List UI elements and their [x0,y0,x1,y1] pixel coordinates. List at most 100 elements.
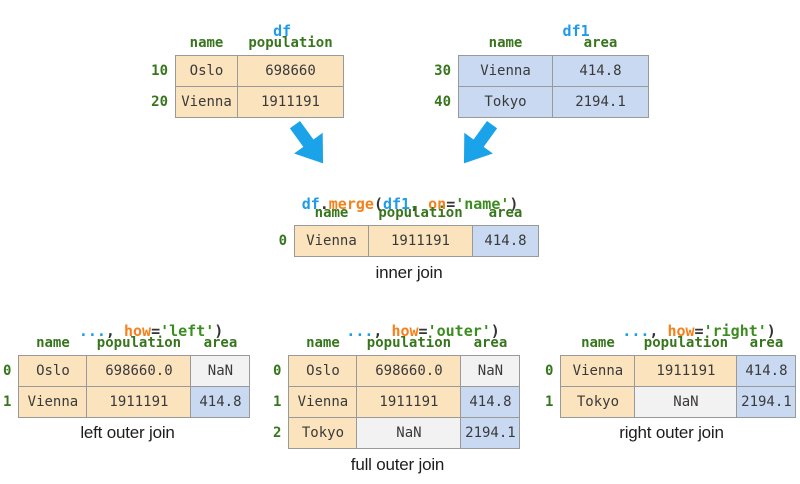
row-index: 1 [3,394,12,410]
row-index: 10 [151,63,168,79]
table-cell: 1911191 [356,386,462,418]
row-index: 0 [278,233,287,249]
table-row: 2 Tokyo NaN 2194.1 [273,417,521,449]
code-ellipsis: ... [78,322,106,340]
df-table: name population 10 Oslo 698660 20 Vienna… [151,27,344,118]
df-table-block: df name population 10 Oslo 698660 20 Vie… [151,1,344,118]
df-header-row: name population [151,27,344,56]
table-cell: Vienna [18,386,88,418]
table-row: 0 Vienna 1911191 414.8 [272,225,539,257]
code-equals: = [446,195,456,213]
code-string: 'name' [455,195,510,213]
inner-header-row: name population area [272,197,539,226]
code-paren-close: ) [766,322,776,340]
column-header-name: name [488,35,523,51]
table-cell: Oslo [18,355,88,387]
code-comma: , [410,195,429,213]
right-join-block: name population area 0 Vienna 1911191 41… [545,327,797,418]
right-join-table: name population area 0 Vienna 1911191 41… [545,327,797,418]
table-cell: 698660.0 [86,355,192,387]
table-cell: 414.8 [472,225,539,257]
how-right-code: ..., how='right') [561,301,800,361]
right-header-row: name population area [545,327,796,356]
column-header-area: area [488,205,523,221]
table-cell: 414.8 [190,386,251,418]
df1-table-block: df1 name area 30 Vienna 414.8 40 Tokyo 2… [430,1,649,118]
table-cell: Oslo [175,55,238,87]
left-join-label: left outer join [80,423,175,442]
column-header-population: population [366,335,452,351]
df1-table: name area 30 Vienna 414.8 40 Tokyo 2194.… [430,27,649,118]
column-header-population: population [248,35,333,51]
table-row: 0 Oslo 698660.0 NaN [3,355,251,387]
full-join-block: name population area 0 Oslo 698660.0 NaN… [273,327,521,449]
code-string: 'left' [160,322,215,340]
full-join-table: name population area 0 Oslo 698660.0 NaN… [273,327,521,449]
table-row: 10 Oslo 698660 [151,55,344,87]
column-header-name: name [314,205,349,221]
table-cell: Vienna [560,355,636,387]
table-cell: Vienna [294,225,369,257]
index-header-spacer [545,327,561,356]
table-cell: Tokyo [560,386,636,418]
merge-arrow-left-icon [275,109,343,178]
index-header-spacer [273,327,289,356]
code-dot: . [319,195,329,213]
code-keyword: on [428,195,447,213]
inner-join-table: name population area 0 Vienna 1911191 41… [272,197,539,257]
code-object: df [301,195,320,213]
code-equals: = [418,322,428,340]
table-cell: Vienna [175,86,238,118]
code-method: merge [328,195,374,213]
column-header-area: area [583,35,618,51]
row-index: 40 [434,94,451,110]
code-ellipsis: ... [346,322,374,340]
table-row: 0 Oslo 698660.0 NaN [273,355,521,387]
code-comma: , [105,322,124,340]
column-header-area: area [473,335,508,351]
table-cell: 698660 [237,55,344,87]
table-cell: 2194.1 [552,86,649,118]
table-cell: 1911191 [237,86,344,118]
row-index: 1 [545,394,554,410]
merge-code: df.merge(df1, on='name') [252,174,532,234]
table-cell: 414.8 [552,55,649,87]
code-paren-close: ) [490,322,500,340]
row-index: 2 [273,425,282,441]
code-comma: , [649,322,668,340]
df1-title-text: df1 [562,22,590,40]
table-cell: Tokyo [288,417,358,449]
how-outer-code: ..., how='outer') [285,301,525,361]
index-header-spacer [272,197,295,226]
column-header-area: area [749,335,784,351]
table-row: 40 Tokyo 2194.1 [430,86,649,118]
table-cell: 414.8 [460,386,521,418]
table-cell: Vienna [458,55,553,87]
column-header-population: population [378,205,463,221]
full-header-row: name population area [273,327,520,356]
row-index: 0 [273,363,282,379]
column-header-area: area [203,335,238,351]
table-row: 1 Tokyo NaN 2194.1 [545,386,797,418]
table-row: 0 Vienna 1911191 414.8 [545,355,797,387]
row-index: 0 [545,363,554,379]
table-cell: 1911191 [86,386,192,418]
row-index: 0 [3,363,12,379]
table-cell: 1911191 [634,355,738,387]
index-header-spacer [3,327,19,356]
table-cell: NaN [190,355,251,387]
table-row: 1 Vienna 1911191 414.8 [273,386,521,418]
code-comma: , [373,322,392,340]
column-header-population: population [96,335,182,351]
row-index: 30 [434,63,451,79]
df-title: df [175,1,335,40]
table-cell: Oslo [288,355,358,387]
column-header-name: name [36,335,70,351]
code-keyword: how [391,322,419,340]
code-equals: = [694,322,704,340]
df1-title: df1 [458,1,640,40]
full-join-label: full outer join [350,455,445,474]
merge-arrow-right-icon [444,109,512,178]
index-header-spacer [430,27,459,56]
